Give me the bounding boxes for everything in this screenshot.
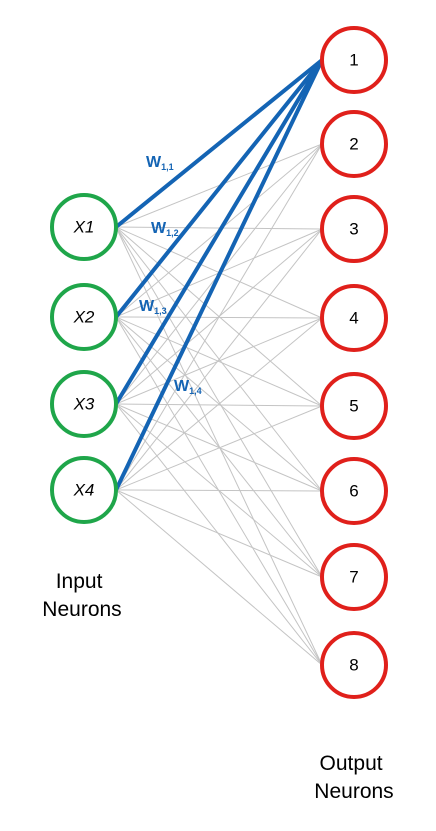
weight-labels: W1,1W1,2W1,3W1,4 <box>139 154 202 396</box>
connection-x1-o7 <box>115 226 323 578</box>
weight-label-w1-1: W1,1 <box>146 154 174 172</box>
connection-x3-o5 <box>115 403 323 407</box>
output-neuron-label: 5 <box>349 397 358 416</box>
connection-x4-o5 <box>115 405 323 491</box>
weighted-connection-x2-o1 <box>114 58 324 319</box>
weight-label-w1-3: W1,3 <box>139 298 167 316</box>
output-neuron-4 <box>320 284 388 352</box>
output-layer: 1 2 3 4 5 6 7 8 <box>320 26 388 699</box>
weight-label-w1-4: W1,4 <box>174 378 202 396</box>
input-neuron-4 <box>50 456 118 524</box>
output-neuron-1 <box>320 26 388 94</box>
connection-x4-o7 <box>115 489 323 578</box>
output-neuron-label: 1 <box>349 51 358 70</box>
input-neurons-label: Input Neurons <box>42 570 121 621</box>
connection-x4-o3 <box>115 228 323 491</box>
output-neuron-6 <box>320 457 388 525</box>
connection-x3-o4 <box>115 317 323 405</box>
output-neuron-5 <box>320 372 388 440</box>
weighted-connection-x4-o1 <box>114 58 324 492</box>
connection-x4-o8 <box>115 489 323 666</box>
weighted-connection-x1-o1 <box>114 58 324 229</box>
output-neuron-label: 2 <box>349 135 358 154</box>
highlighted-connections <box>114 58 324 492</box>
connection-x4-o4 <box>115 317 323 491</box>
input-neuron-3 <box>50 370 118 438</box>
connection-x3-o8 <box>115 403 323 666</box>
input-neuron-label: X4 <box>73 481 95 500</box>
output-neuron-label: 6 <box>349 482 358 501</box>
weighted-connection-x3-o1 <box>114 58 324 406</box>
output-neuron-label: 7 <box>349 568 358 587</box>
weight-label-w1-2: W1,2 <box>151 220 179 238</box>
connection-x1-o8 <box>115 226 323 666</box>
input-neuron-1 <box>50 193 118 261</box>
input-neuron-2 <box>50 283 118 351</box>
output-neuron-2 <box>320 110 388 178</box>
connection-x4-o6 <box>115 489 323 492</box>
connection-x4-o2 <box>115 143 323 491</box>
input-neuron-label: X2 <box>73 308 95 327</box>
output-neuron-label: 3 <box>349 220 358 239</box>
input-neuron-label: X3 <box>73 395 95 414</box>
output-neuron-label: 4 <box>349 309 358 328</box>
output-neuron-8 <box>320 631 388 699</box>
output-neuron-3 <box>320 195 388 263</box>
faint-connections <box>115 143 323 666</box>
output-neuron-7 <box>320 543 388 611</box>
connection-x1-o3 <box>115 226 323 230</box>
output-neuron-label: 8 <box>349 656 358 675</box>
output-neurons-label: Output Neurons <box>314 752 393 803</box>
input-neuron-label: X1 <box>73 218 95 237</box>
